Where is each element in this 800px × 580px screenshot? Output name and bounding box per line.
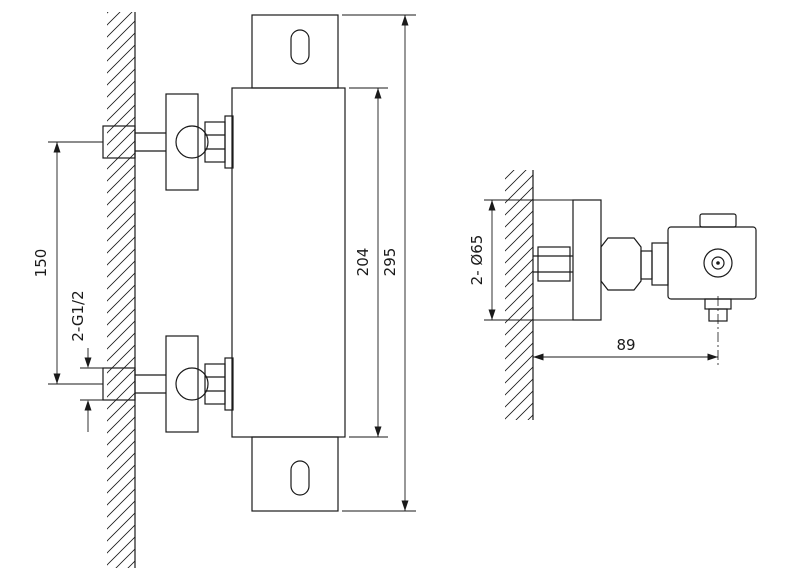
arrowhead	[374, 88, 382, 99]
dim-label-overall-height: 295	[381, 248, 399, 277]
dimension-wall-to-outlet: 89	[533, 336, 718, 361]
handle-face-outer-circle	[703, 248, 733, 278]
arrowhead	[488, 200, 496, 211]
handle-face-inner-circle	[711, 256, 725, 270]
ball-joint-bottom	[175, 367, 209, 401]
arrowhead	[84, 357, 92, 368]
dim-label-inlet-thread: 2-G1/2	[69, 290, 87, 341]
front-view: 150 2-G1/2 204 295	[32, 12, 416, 568]
inlet-collar-bottom	[224, 357, 234, 411]
arrowhead	[53, 373, 61, 384]
handle-center-dot	[716, 261, 720, 265]
top-cap-side	[699, 213, 737, 228]
arrowhead	[374, 426, 382, 437]
mounting-bracket-top	[251, 14, 339, 89]
wall-hatch-side	[505, 170, 533, 420]
arrowhead	[707, 353, 718, 361]
dimension-escutcheon-diameter: 2- Ø65	[468, 199, 573, 321]
inlet-assembly-bottom	[102, 335, 234, 433]
escutcheon-side	[572, 199, 602, 321]
arrowhead	[488, 309, 496, 320]
bracket-slot-bottom	[290, 460, 310, 496]
dim-label-body-height: 204	[354, 248, 372, 277]
bracket-slot-top	[290, 29, 310, 65]
side-view: 2- Ø65 89	[468, 170, 757, 420]
wall-hatch	[107, 12, 135, 568]
dim-label-wall-to-outlet: 89	[616, 336, 635, 354]
ball-joint-top	[175, 125, 209, 159]
dimension-inlet-thread: 2-G1/2	[69, 290, 103, 432]
escutcheon-bottom	[165, 335, 199, 433]
arrowhead	[401, 15, 409, 26]
arrowhead	[401, 500, 409, 511]
dim-label-escutcheon-diameter: 2- Ø65	[468, 235, 486, 286]
collar-small-side	[640, 250, 653, 280]
mounting-bracket-bottom	[251, 436, 339, 512]
arrowhead	[84, 400, 92, 411]
dimension-overall-height: 295	[342, 14, 416, 512]
collar-large-side	[651, 242, 669, 286]
inlet-collar-top	[224, 115, 234, 169]
union-nut-side	[600, 237, 642, 291]
dim-label-inlet-spacing: 150	[32, 249, 50, 278]
wall-nut-side	[537, 246, 571, 282]
dimension-inlet-spacing: 150	[32, 141, 103, 385]
mixer-body	[231, 87, 346, 438]
arrowhead	[533, 353, 544, 361]
arrowhead	[53, 142, 61, 153]
escutcheon-top	[165, 93, 199, 191]
dimension-body-height: 204	[349, 87, 388, 438]
